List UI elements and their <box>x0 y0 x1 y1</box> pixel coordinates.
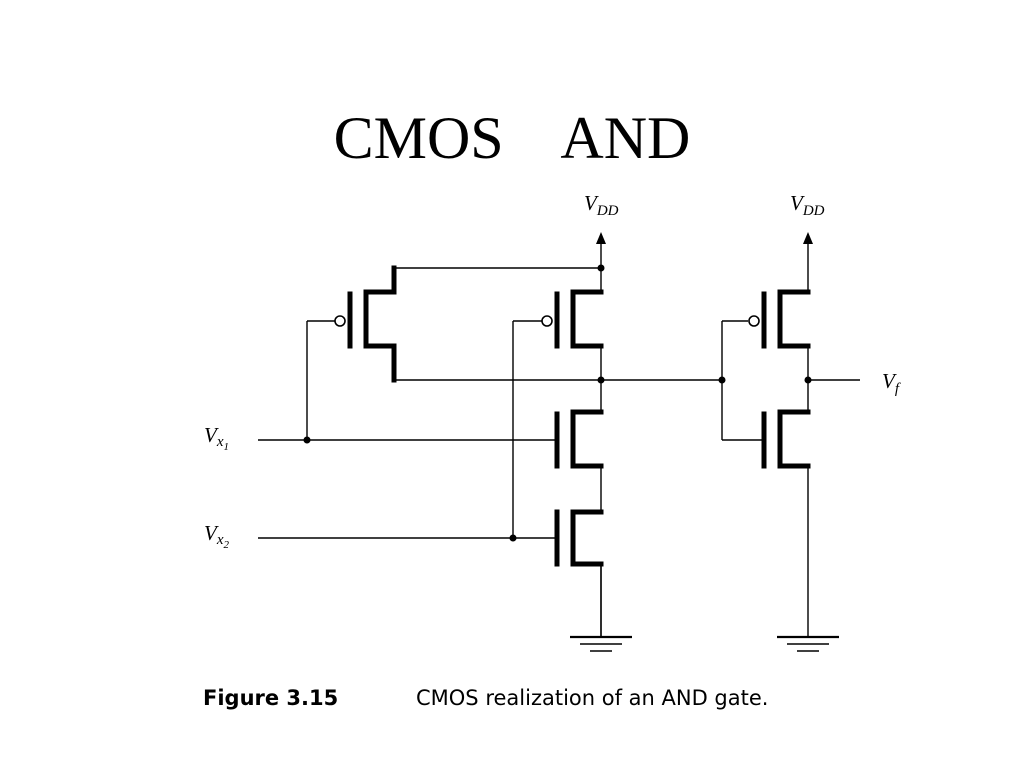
nmos-transistor-1 <box>554 380 604 512</box>
title-cmos: CMOS <box>333 105 504 171</box>
inverter-nmos-transistor <box>761 409 811 636</box>
input-x2-wiring <box>258 320 557 542</box>
junction-dot <box>597 264 605 272</box>
vdd-sub-2: DD <box>802 203 825 219</box>
output-wiring <box>804 376 860 384</box>
svg-text:VDD: VDD <box>790 191 825 219</box>
vdd-label-1: V <box>584 191 599 215</box>
vdd-supply-1: VDD <box>584 191 619 292</box>
input-x1-wiring <box>258 320 557 444</box>
figure-number: Figure 3.15 <box>203 686 339 710</box>
input-x1-label: Vx1 <box>204 423 229 453</box>
nmos-transistor-2 <box>554 509 604 636</box>
vdd-supply-2: VDD <box>790 191 825 292</box>
inverter-pmos-transistor <box>748 289 811 412</box>
pmos-transistor-2 <box>541 289 604 380</box>
slide-title: CMOS AND <box>0 98 1024 178</box>
pmos-transistor-1 <box>334 265 397 383</box>
vdd-sub-1: DD <box>596 203 619 219</box>
title-and: AND <box>560 105 691 171</box>
figure-caption: Figure 3.15 CMOS realization of an AND ga… <box>203 686 768 718</box>
output-label: Vf <box>882 369 901 397</box>
svg-text:VDD: VDD <box>584 191 619 219</box>
vdd-label-2: V <box>790 191 805 215</box>
caption-text: CMOS realization of an AND gate. <box>416 686 769 710</box>
input-x2-label: Vx2 <box>204 521 230 551</box>
inverter-input-wiring <box>721 320 764 441</box>
ground-symbol-2 <box>777 635 839 652</box>
ground-symbol-1 <box>570 564 632 652</box>
